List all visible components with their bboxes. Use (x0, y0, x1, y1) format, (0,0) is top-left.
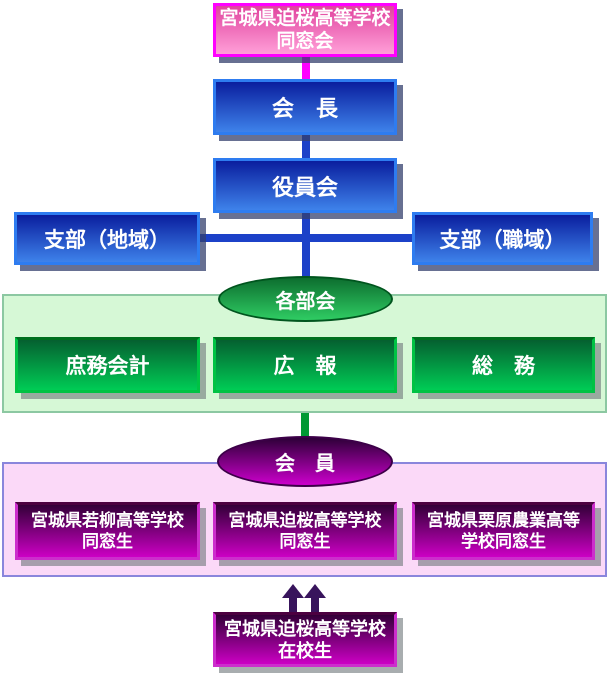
member-wakayanagi-line1: 宮城県若柳高等学校 (31, 511, 184, 530)
up-arrow-head-icon (282, 584, 304, 598)
ellipse-divisions: 各部会 (218, 276, 393, 322)
alumni-association-line1: 宮城県迫桜高等学校 (219, 8, 391, 29)
node-division-general-accounting: 庶務会計 (15, 337, 200, 393)
current-students-line2: 在校生 (278, 640, 332, 661)
divisions-ellipse-label: 各部会 (275, 290, 336, 313)
connector-president-board (302, 135, 310, 158)
ellipse-members: 会 員 (217, 436, 393, 487)
members-ellipse-label: 会 員 (275, 453, 335, 475)
up-arrow-shaft (289, 597, 297, 612)
node-board: 役員会 (213, 158, 397, 213)
node-president: 会 長 (213, 79, 397, 135)
node-member-wakayanagi: 宮城県若柳高等学校 同窓生 (15, 502, 200, 560)
connector-board-divisions (302, 213, 310, 279)
up-arrow-shaft (311, 597, 319, 612)
member-kurihara-line1: 宮城県栗原農業高等 (427, 511, 580, 530)
member-kurihara-line2: 学校同窓生 (461, 532, 546, 551)
node-division-public-relations: 広 報 (213, 337, 397, 393)
member-hakuo-line1: 宮城県迫桜高等学校 (228, 511, 382, 530)
division-general-affairs-label: 総 務 (472, 355, 535, 378)
president-label: 会 長 (271, 96, 338, 121)
node-branch-regional: 支部（地域） (14, 212, 200, 265)
node-alumni-association: 宮城県迫桜高等学校 同窓会 (213, 3, 397, 57)
node-current-students: 宮城県迫桜高等学校 在校生 (213, 612, 397, 667)
division-general-accounting-label: 庶務会計 (65, 355, 150, 378)
division-public-relations-label: 広 報 (273, 355, 337, 378)
connector-branches-horizontal (200, 234, 412, 242)
member-wakayanagi-line2: 同窓生 (82, 532, 133, 551)
branch-occupational-label: 支部（職域） (439, 228, 566, 252)
board-label: 役員会 (271, 174, 338, 200)
up-arrow-head-icon (304, 584, 326, 598)
current-students-line1: 宮城県迫桜高等学校 (224, 618, 386, 639)
node-member-hakuo: 宮城県迫桜高等学校 同窓生 (213, 502, 397, 560)
alumni-association-line2: 同窓会 (276, 31, 334, 52)
branch-regional-label: 支部（地域） (44, 228, 170, 252)
node-member-kurihara: 宮城県栗原農業高等 学校同窓生 (412, 502, 595, 560)
up-arrow-icon (282, 584, 304, 612)
connector-divisions-members (301, 413, 309, 438)
node-branch-occupational: 支部（職域） (412, 212, 593, 265)
member-hakuo-line2: 同窓生 (279, 532, 331, 551)
node-division-general-affairs: 総 務 (412, 337, 595, 393)
connector-title-president (302, 56, 310, 79)
up-arrow-icon (304, 584, 326, 612)
